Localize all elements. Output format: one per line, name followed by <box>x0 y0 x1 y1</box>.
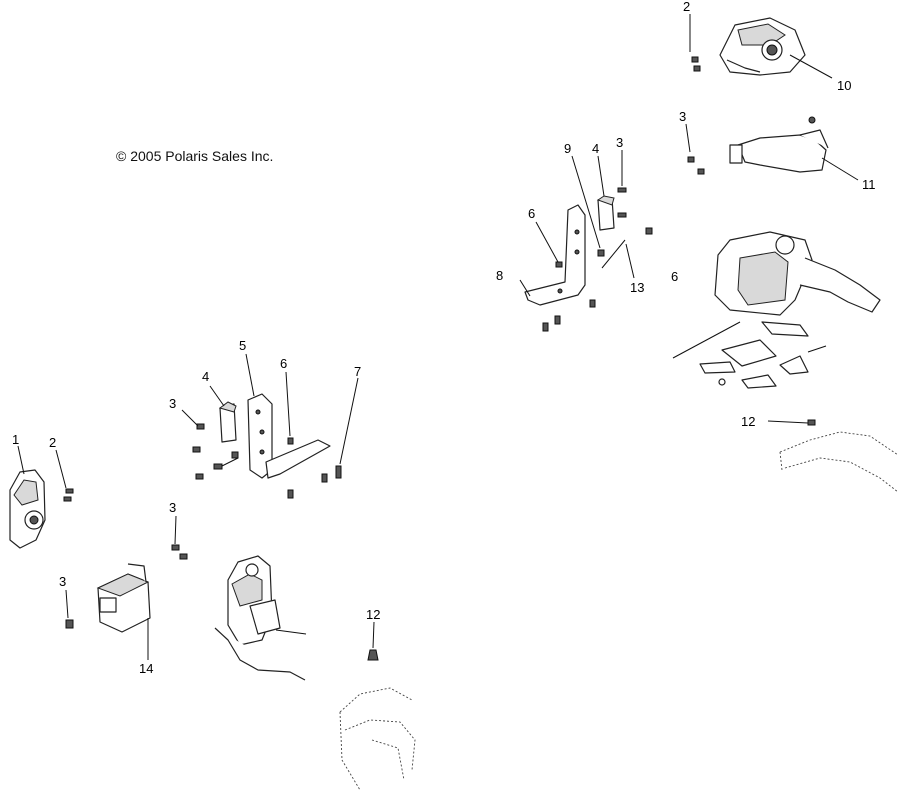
callout-10: 10 <box>837 78 851 93</box>
callout-6-left: 6 <box>280 356 287 371</box>
callout-3-lower-left: 3 <box>59 574 66 589</box>
callout-12-right: 12 <box>741 414 755 429</box>
leader-4-right <box>597 155 605 197</box>
callout-4-left: 4 <box>202 369 209 384</box>
leader-2-left <box>55 449 67 489</box>
leader-3-upper-right <box>685 123 691 153</box>
leader-13 <box>625 243 635 279</box>
fasteners-right-cluster <box>542 187 653 332</box>
leader-7 <box>339 377 359 465</box>
fender-outline-bottom <box>339 687 416 791</box>
callout-11: 11 <box>862 177 876 192</box>
leader-6-left <box>285 371 291 437</box>
mounting-bracket-part-8 <box>524 204 586 306</box>
callout-9: 9 <box>564 141 571 156</box>
leader-6-right-a <box>535 221 559 263</box>
callout-7: 7 <box>354 364 361 379</box>
copyright-notice: © 2005 Polaris Sales Inc. <box>116 148 274 164</box>
callout-8: 8 <box>496 268 503 283</box>
leader-8 <box>519 279 531 297</box>
callout-2-top: 2 <box>683 0 690 14</box>
screw-part-3-mid <box>171 544 188 560</box>
leader-3-left-a <box>181 409 199 427</box>
leader-3-mid <box>174 515 177 545</box>
callout-2-left: 2 <box>49 435 56 450</box>
clamp-part-4-left <box>218 401 237 443</box>
fastener-part-12-bottom <box>367 649 379 661</box>
bracket-part-11 <box>729 116 829 173</box>
mounting-bracket-part-5 <box>247 393 331 479</box>
clamp-part-4-right <box>596 195 615 231</box>
callout-3-left-a: 3 <box>169 396 176 411</box>
small-parts-right-cluster <box>699 321 827 389</box>
headlight-housing-left <box>214 555 307 681</box>
fastener-part-12-right <box>807 419 816 426</box>
fasteners-left-cluster <box>192 423 342 499</box>
callout-12-bottom: 12 <box>366 607 380 622</box>
callout-4-right: 4 <box>592 141 599 156</box>
callout-3-upper-right: 3 <box>679 109 686 124</box>
headlight-assembly-right <box>719 17 806 76</box>
fender-outline-right <box>779 431 899 493</box>
callout-5: 5 <box>239 338 246 353</box>
leader-1 <box>17 445 25 475</box>
leader-3-lower-left <box>65 589 69 619</box>
headlight-housing-right <box>714 231 881 316</box>
screw-part-2-top <box>691 56 701 72</box>
leader-12-right <box>767 420 809 424</box>
screw-part-2-left <box>63 488 74 502</box>
callout-13: 13 <box>630 280 644 295</box>
leader-9 <box>571 155 601 249</box>
callout-3-right: 3 <box>616 135 623 150</box>
callout-1: 1 <box>12 432 19 447</box>
leader-10 <box>789 54 833 79</box>
screw-part-3-upper-right <box>687 156 705 175</box>
screw-part-3-lower-left <box>65 619 74 629</box>
callout-3-mid: 3 <box>169 500 176 515</box>
leader-5 <box>245 353 255 397</box>
bracket-part-14 <box>96 563 151 633</box>
callout-6-right-b: 6 <box>671 269 678 284</box>
callout-6-right-a: 6 <box>528 206 535 221</box>
callout-14: 14 <box>139 661 153 676</box>
leader-housing-right <box>672 321 741 359</box>
leader-11 <box>821 157 859 181</box>
headlight-assembly-left <box>9 469 46 549</box>
leader-4-left <box>209 385 225 407</box>
leader-12-bottom <box>372 621 375 649</box>
